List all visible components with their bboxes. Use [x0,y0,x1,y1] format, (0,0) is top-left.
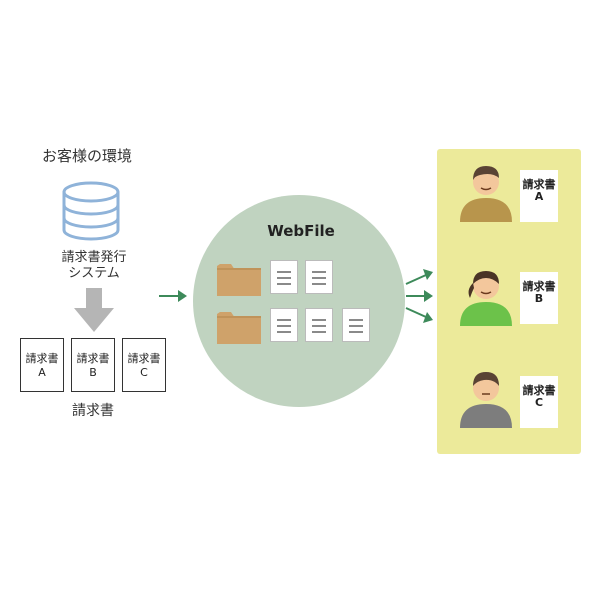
invoice-a: 請求書 A [20,338,64,392]
invoice-letter: A [38,366,46,379]
invoice-title: 請求書 [127,352,161,365]
document-icon [270,260,298,294]
card-title: 請求書 [522,178,556,191]
invoices-label: 請求書 [72,403,114,419]
folder-icon [217,312,261,344]
person-icon [460,271,512,326]
database-icon [62,181,120,241]
invoice-b: 請求書 B [71,338,115,392]
card-letter: C [534,396,544,409]
card-letter: A [534,190,544,203]
person-icon [460,372,512,428]
recipient-card-a: 請求書 A [520,170,558,222]
recipient-card-c: 請求書 C [520,376,558,428]
folder-icon [217,264,261,296]
document-icon [305,308,333,342]
system-label-line2: システム [68,266,120,281]
down-arrow-icon [74,288,114,332]
document-icon [305,260,333,294]
card-title: 請求書 [522,384,556,397]
recipient-card-b: 請求書 B [520,272,558,324]
card-letter: B [534,292,544,305]
right-arrow-icon [159,290,187,302]
invoice-c: 請求書 C [122,338,166,392]
distribution-arrows-icon [405,269,433,323]
webfile-title: WebFile [267,222,335,240]
invoice-title: 請求書 [76,352,110,365]
invoice-title: 請求書 [25,352,59,365]
system-label-line1: 請求書発行 [61,250,127,265]
invoice-letter: C [140,366,148,379]
invoice-letter: B [89,366,97,379]
webfile-circle [193,195,405,407]
system-label: 請求書発行 システム [46,250,142,282]
environment-title: お客様の環境 [42,147,133,165]
document-icon [342,308,370,342]
document-icon [270,308,298,342]
card-title: 請求書 [522,280,556,293]
person-icon [460,166,512,222]
